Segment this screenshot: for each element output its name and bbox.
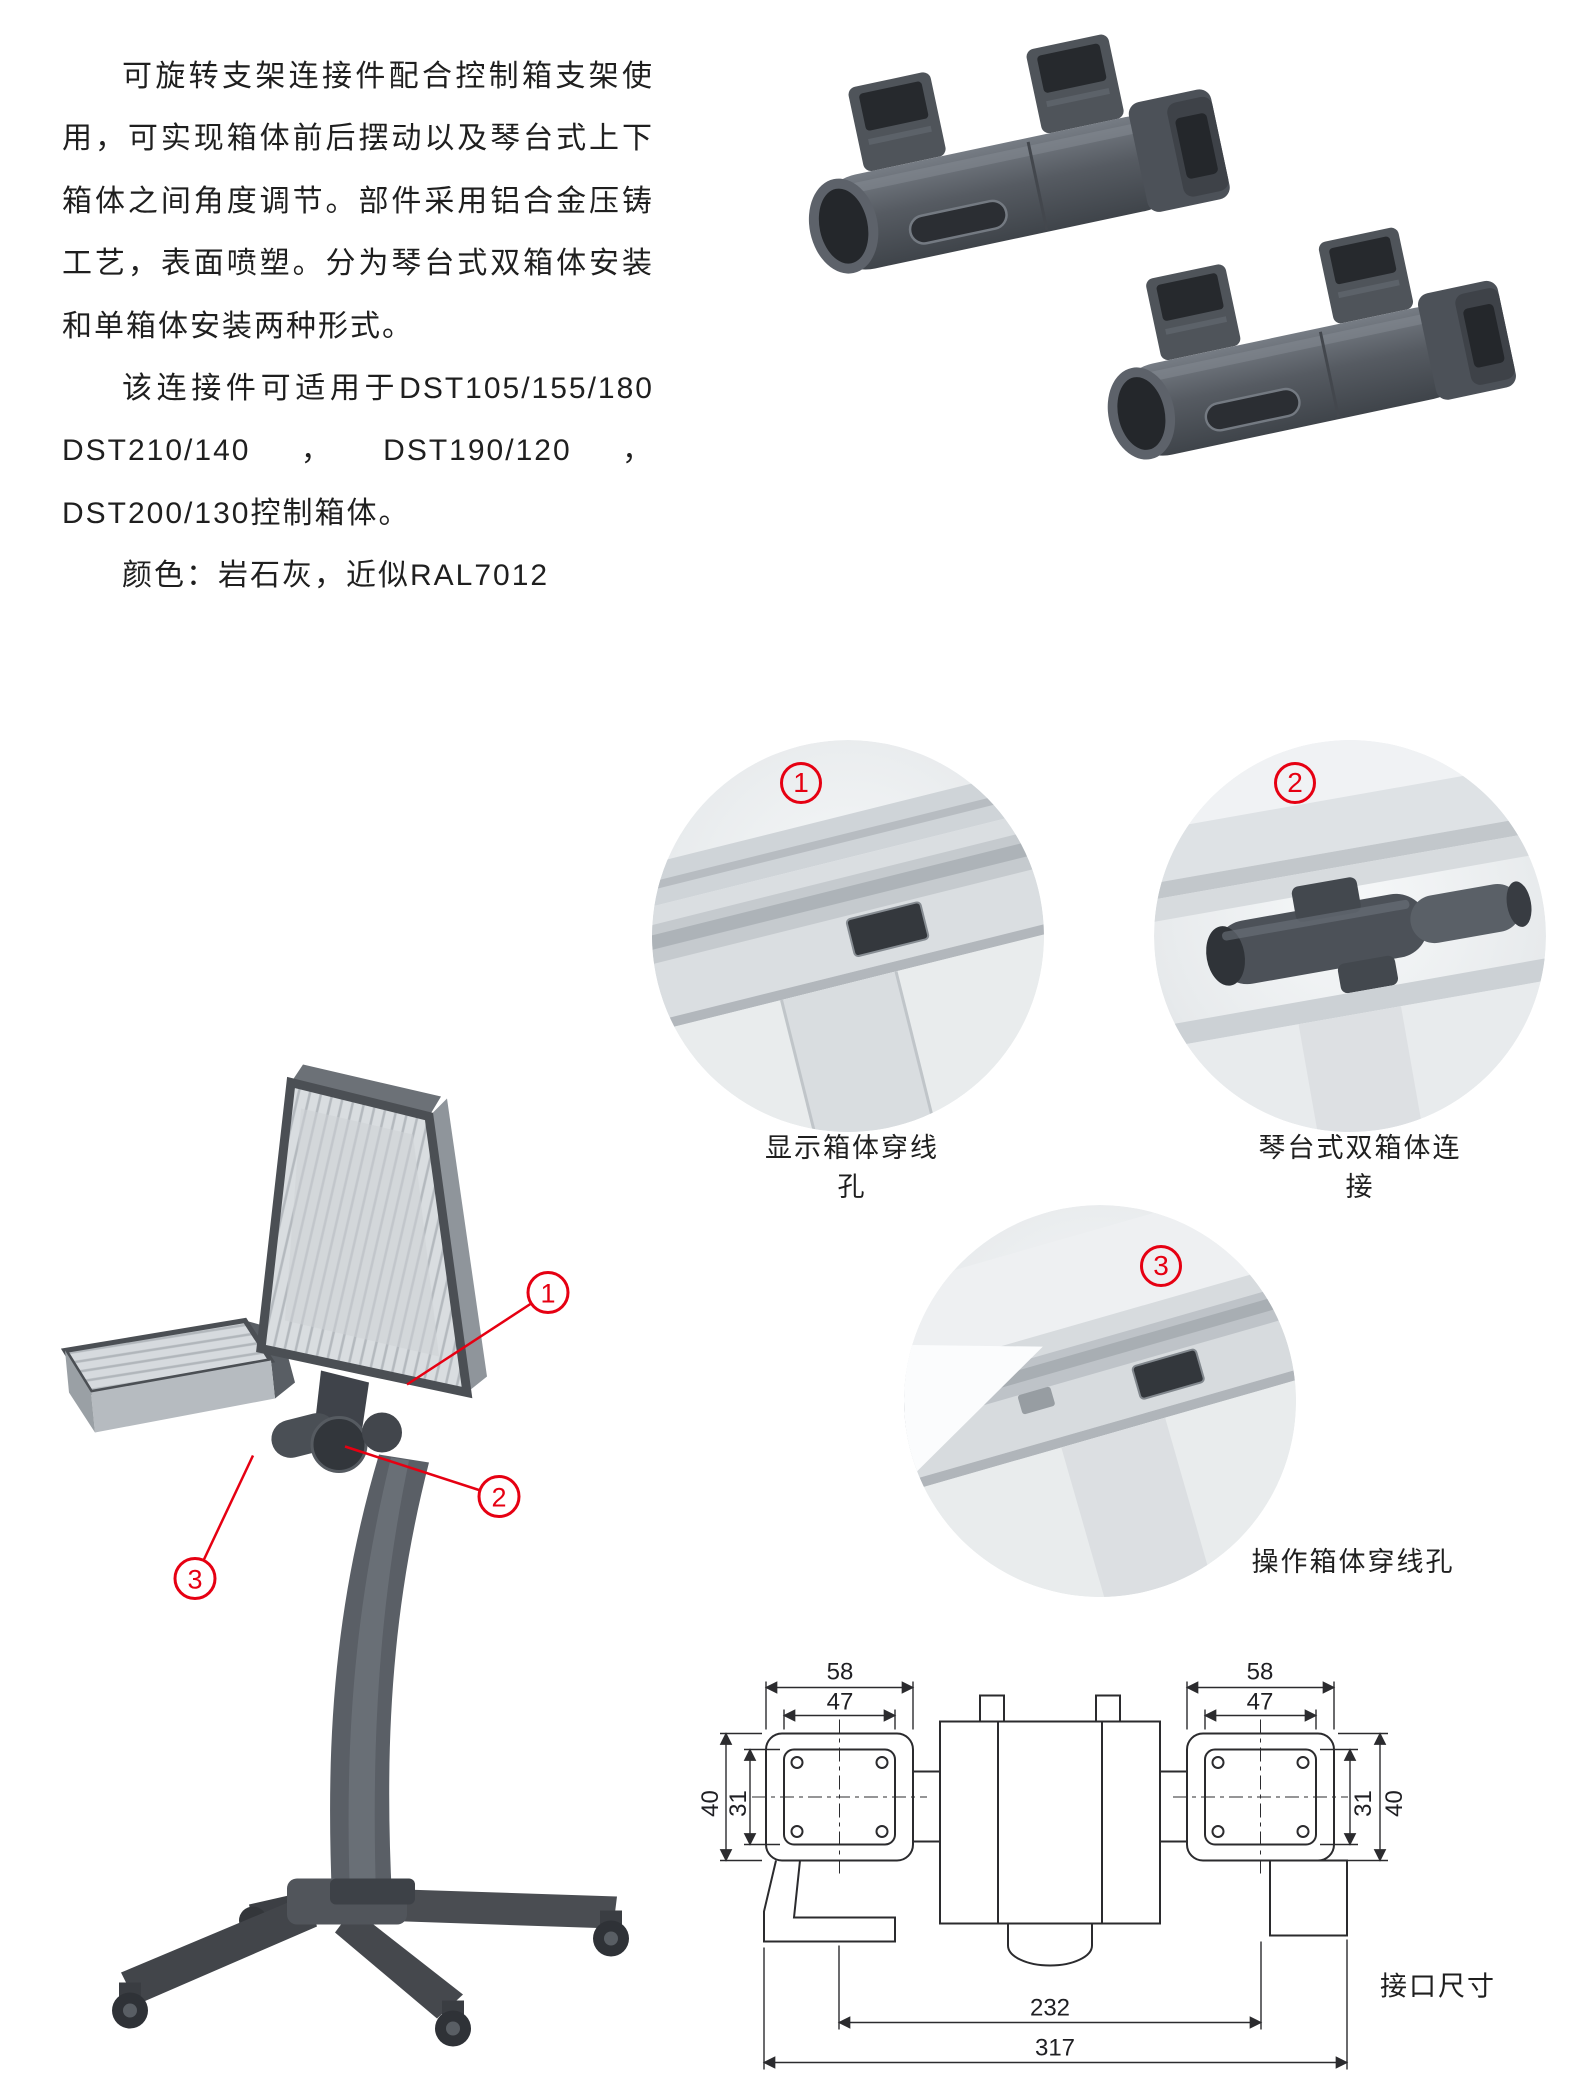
connector-render-illustration xyxy=(780,25,1520,472)
detail-caption-1: 显示箱体穿线孔 xyxy=(765,1133,939,1202)
dimension-lines xyxy=(719,1681,1388,2070)
floor-stand-illustration: 1 2 3 xyxy=(60,1064,629,2047)
connector-part-upper xyxy=(780,25,1234,286)
detail-badge-2: 2 xyxy=(1274,762,1316,804)
dim-label-40-left: 40 xyxy=(697,1790,724,1817)
detail-caption-3: 操作箱体穿线孔 xyxy=(1251,1547,1455,1577)
caster-wheel xyxy=(593,1910,629,1957)
detail-photo-1 xyxy=(652,740,1044,1132)
stand-callout-1-num: 1 xyxy=(540,1279,555,1309)
detail-figure-operation-cable-hole: 3 xyxy=(904,1205,1296,1597)
floor-stand-figure: 1 2 3 xyxy=(35,1050,635,2065)
dimension-drawing-figure: 58 47 58 47 40 31 31 40 232 317 接口尺寸 xyxy=(690,1652,1505,2090)
dimension-labels: 58 47 58 47 40 31 31 40 232 317 接口尺寸 xyxy=(697,1659,1496,2062)
detail-figure-display-cable-hole: 1 xyxy=(652,740,1044,1132)
stand-callout-2: 2 xyxy=(344,1445,521,1518)
connector-front-view xyxy=(752,1694,1348,1967)
dim-label-47-left: 47 xyxy=(827,1689,854,1716)
stand-callout-2-num: 2 xyxy=(491,1483,506,1513)
detail-photo-3 xyxy=(904,1205,1296,1597)
stand-column xyxy=(330,1454,429,1905)
dim-label-47-right: 47 xyxy=(1247,1689,1274,1716)
dim-label-31-right: 31 xyxy=(1350,1790,1377,1817)
detail-badge-3: 3 xyxy=(1140,1245,1182,1287)
swivel-connector xyxy=(271,1370,402,1473)
intro-text-block: 可旋转支架连接件配合控制箱支架使用，可实现箱体前后摆动以及琴台式上下箱体之间角度… xyxy=(62,46,654,608)
detail-badge-1: 1 xyxy=(780,762,822,804)
cable-hole xyxy=(845,901,930,958)
dim-label-58-right: 58 xyxy=(1247,1659,1274,1686)
caster-wheel xyxy=(435,2000,471,2047)
dim-label-31-left: 31 xyxy=(725,1790,752,1817)
dim-label-58-left: 58 xyxy=(827,1659,854,1686)
connector-tube xyxy=(1206,877,1532,994)
connector-part-lower xyxy=(1080,207,1520,472)
detail-figure-double-box-connection: 2 xyxy=(1154,740,1546,1132)
double-box-connector-detail xyxy=(1154,740,1546,1132)
caster-wheel xyxy=(112,1982,148,2029)
intro-paragraph-3: 颜色：岩石灰，近似RAL7012 xyxy=(122,559,550,593)
stand-callout-3-num: 3 xyxy=(187,1565,202,1595)
dim-label-317: 317 xyxy=(1035,2035,1075,2062)
stand-callout-1: 1 xyxy=(406,1271,570,1386)
detail-caption-2: 琴台式双箱体连接 xyxy=(1258,1133,1462,1202)
intro-paragraph-2: 该连接件可适用于DST105/155/180 DST210/140，DST190… xyxy=(62,371,654,530)
stand-callout-3: 3 xyxy=(173,1454,255,1600)
connector-render-figure xyxy=(740,25,1550,530)
dimension-drawing: 58 47 58 47 40 31 31 40 232 317 接口尺寸 xyxy=(697,1659,1496,2070)
detail-photo-2 xyxy=(1154,740,1546,1132)
dimension-drawing-caption: 接口尺寸 xyxy=(1380,1972,1496,2002)
display-box xyxy=(256,1064,487,1399)
dim-label-40-right: 40 xyxy=(1381,1790,1408,1817)
dim-label-232: 232 xyxy=(1030,1995,1070,2022)
intro-paragraph-1: 可旋转支架连接件配合控制箱支架使用，可实现箱体前后摆动以及琴台式上下箱体之间角度… xyxy=(62,60,654,343)
cable-hole xyxy=(1131,1348,1205,1400)
